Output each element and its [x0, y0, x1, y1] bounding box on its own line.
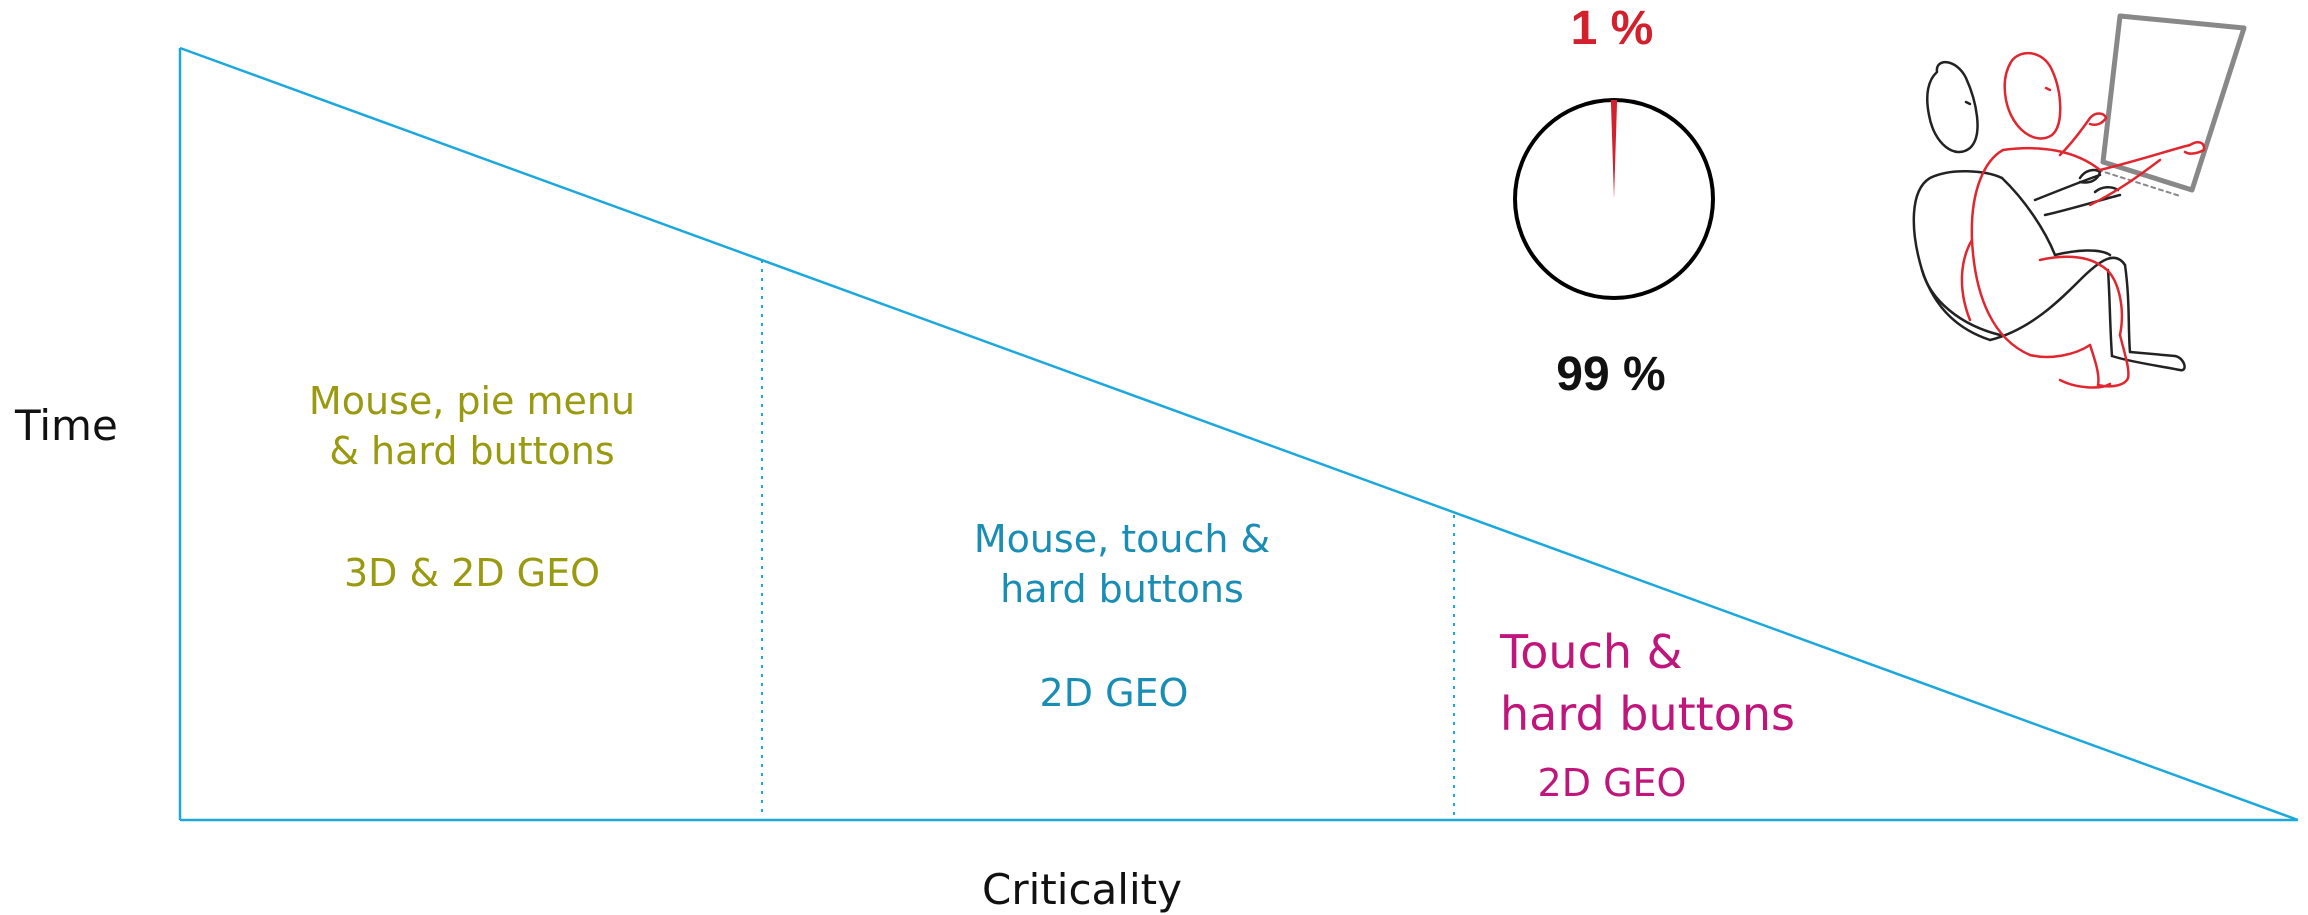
zone-1-input-line-1: Mouse, pie menu — [309, 379, 635, 423]
black-figure-icon — [1912, 61, 2186, 372]
y-axis-label: Time — [14, 401, 118, 450]
zone-2-input-line-2: hard buttons — [1000, 567, 1244, 611]
zone-2-labels: Mouse, touch & hard buttons 2D GEO — [974, 517, 1270, 715]
zone-3-labels: Touch & hard buttons 2D GEO — [1499, 625, 1795, 805]
zone-2-input-line-1: Mouse, touch & — [974, 517, 1270, 561]
zone-2-geo: 2D GEO — [1040, 671, 1189, 715]
pie-small-share-slice — [1610, 100, 1618, 199]
large-share-label: 99 % — [1556, 348, 1665, 401]
zone-3-geo: 2D GEO — [1538, 761, 1687, 805]
zone-1-input-line-2: & hard buttons — [329, 429, 614, 473]
x-axis-label: Criticality — [982, 865, 1182, 914]
zone-3-input-line-1: Touch & — [1499, 625, 1683, 679]
tablet-icon — [2097, 13, 2247, 197]
zone-3-input-line-2: hard buttons — [1500, 687, 1795, 741]
zone-1-labels: Mouse, pie menu & hard buttons 3D & 2D G… — [309, 379, 635, 595]
criticality-triangle — [178, 46, 2299, 822]
triangle-hypotenuse — [179, 46, 2299, 822]
share-pie: 1 % 99 % — [1513, 2, 1715, 401]
zone-1-geo: 3D & 2D GEO — [344, 551, 600, 595]
seated-users-with-tablet-icon — [1912, 13, 2247, 389]
red-figure-icon — [1960, 52, 2206, 389]
zone-dividers — [761, 260, 1455, 818]
small-share-label: 1 % — [1571, 2, 1654, 55]
